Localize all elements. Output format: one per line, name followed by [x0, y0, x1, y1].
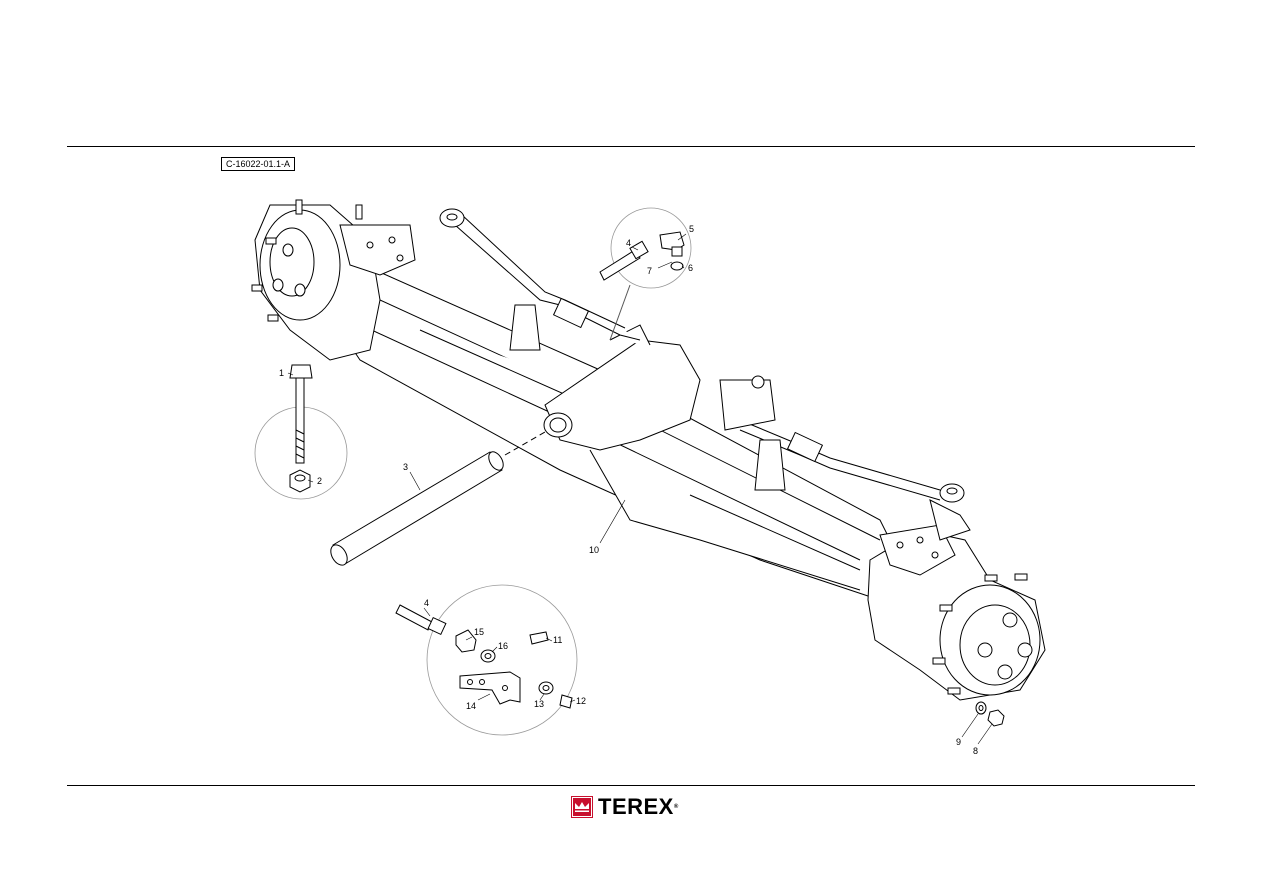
- left-wheel-hub: [251, 199, 416, 361]
- callout-labels: 1 2 3 4 5 6 7 10 4 15 16 11 14 13 12 9 8: [279, 224, 978, 756]
- callout-1: 1: [279, 368, 284, 378]
- grease-fitting-detail: [599, 231, 685, 341]
- callout-4-bottom: 4: [424, 598, 429, 608]
- callout-14: 14: [466, 701, 476, 711]
- callout-4-top: 4: [626, 238, 631, 248]
- callout-10: 10: [589, 545, 599, 555]
- leader-lines: [287, 233, 993, 745]
- callout-12: 12: [576, 696, 586, 706]
- pivot-pin: [330, 431, 546, 566]
- callout-9: 9: [956, 737, 961, 747]
- detail-circle-sensor: [426, 584, 578, 736]
- detail-circle-fitting: [610, 207, 692, 289]
- callout-7: 7: [647, 266, 652, 276]
- callout-6: 6: [688, 263, 693, 273]
- logo-wordmark: TEREX®: [598, 794, 679, 819]
- right-wheel-hub: [867, 524, 1046, 701]
- callout-5: 5: [689, 224, 694, 234]
- callout-13: 13: [534, 699, 544, 709]
- crown-icon: [571, 796, 593, 818]
- header-rule: [67, 146, 1195, 147]
- callout-15: 15: [474, 627, 484, 637]
- callout-3: 3: [403, 462, 408, 472]
- callout-8: 8: [973, 746, 978, 756]
- wheel-nut-washer: [975, 701, 1005, 727]
- drawing-reference-label: C-16022-01.1-A: [221, 157, 296, 171]
- cylinder-brackets: [509, 304, 786, 491]
- footer-rule: [67, 785, 1195, 786]
- callout-16: 16: [498, 641, 508, 651]
- bolt-and-nut: [289, 364, 313, 493]
- terex-logo: TEREX®: [571, 796, 679, 818]
- sensor-bracket-detail: [395, 604, 573, 709]
- callout-2: 2: [317, 476, 322, 486]
- callout-11: 11: [553, 635, 562, 645]
